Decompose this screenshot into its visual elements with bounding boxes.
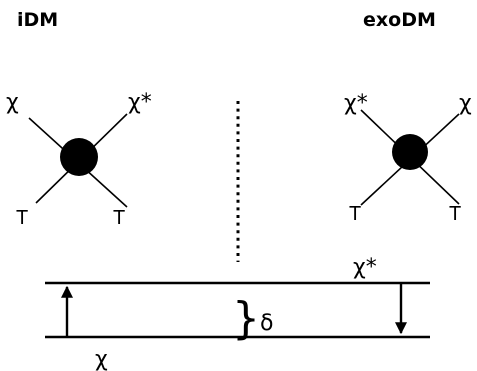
- splitting-delta-label: δ: [260, 311, 273, 336]
- idm-chi-label: χ: [6, 90, 19, 115]
- exodm-chi-label: χ: [459, 91, 472, 116]
- exodm-chi-star-label: χ*: [344, 91, 368, 116]
- exodm-vertex: [360, 109, 460, 206]
- lower-level-chi-label: χ: [95, 347, 108, 371]
- idm-interaction-blob: [60, 138, 98, 176]
- idm-title: iDM: [17, 9, 58, 31]
- idm-chi-star-label: χ*: [128, 90, 152, 115]
- exodm-interaction-blob: [392, 134, 428, 170]
- upper-level-chi-star-label: χ*: [353, 255, 377, 280]
- idm-target-right-label: T: [113, 207, 125, 229]
- idm-vertex: [28, 113, 128, 208]
- exodm-target-right-label: T: [449, 203, 461, 225]
- splitting-brace: }: [232, 293, 260, 344]
- exodm-target-left-label: T: [349, 203, 361, 225]
- exodm-title: exoDM: [363, 9, 436, 31]
- idm-target-left-label: T: [16, 207, 28, 229]
